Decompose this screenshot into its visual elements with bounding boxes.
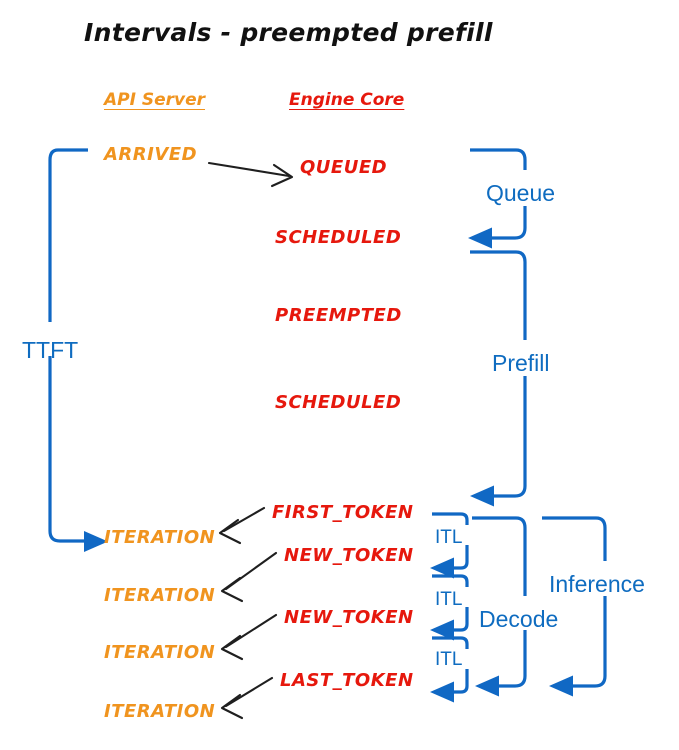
itl-2-arrowhead (430, 619, 454, 641)
ttft-arrowhead (84, 531, 108, 552)
inference-arrowhead (549, 675, 573, 697)
itl-bracket-3 (430, 636, 469, 703)
itl-bracket-1 (430, 512, 469, 579)
engine-event-scheduled-1: SCHEDULED (275, 227, 402, 248)
engine-event-queued: QUEUED (300, 157, 388, 178)
itl-3-arrowhead (430, 681, 454, 703)
queue-arrowhead (468, 227, 492, 249)
transition-arrow-last-token (220, 676, 274, 720)
api-event-iteration-4: ITERATION (104, 701, 216, 722)
interval-label-inference: Inference (549, 571, 645, 597)
api-event-iteration-3: ITERATION (104, 642, 216, 663)
api-event-arrived: ARRIVED (104, 144, 198, 165)
interval-label-itl-3: ITL (435, 649, 463, 670)
engine-event-last-token: LAST_TOKEN (280, 670, 414, 691)
transition-arrow-first-token (218, 506, 266, 545)
transition-arrow-arrived-queued (207, 161, 294, 188)
engine-event-new-token-2: NEW_TOKEN (284, 607, 414, 628)
engine-event-preempted: PREEMPTED (275, 305, 402, 326)
interval-label-itl-2: ITL (435, 589, 463, 610)
queue-bracket (468, 148, 527, 249)
interval-label-decode: Decode (479, 606, 559, 632)
column-header-api-server: API Server (104, 90, 206, 110)
inference-bracket (542, 516, 607, 697)
decode-arrowhead (475, 675, 499, 697)
prefill-bracket (470, 250, 527, 507)
column-header-engine-core: Engine Core (289, 90, 405, 110)
transition-arrow-new-token-1 (220, 551, 278, 603)
ttft-bracket (48, 148, 108, 552)
interval-label-ttft: TTFT (22, 337, 79, 363)
api-event-iteration-2: ITERATION (104, 585, 216, 606)
api-event-iteration-1: ITERATION (104, 527, 216, 548)
engine-event-first-token: FIRST_TOKEN (272, 502, 414, 523)
engine-event-scheduled-2: SCHEDULED (275, 392, 402, 413)
transition-arrow-new-token-2 (220, 613, 278, 661)
interval-label-itl-1: ITL (435, 527, 463, 548)
prefill-arrowhead (470, 485, 494, 507)
page-title: Intervals - preempted prefill (84, 18, 493, 47)
itl-bracket-2 (430, 574, 469, 641)
itl-1-arrowhead (430, 557, 454, 579)
interval-label-prefill: Prefill (492, 350, 550, 376)
decode-bracket (472, 516, 527, 697)
interval-label-queue: Queue (486, 180, 556, 206)
engine-event-new-token-1: NEW_TOKEN (284, 545, 414, 566)
